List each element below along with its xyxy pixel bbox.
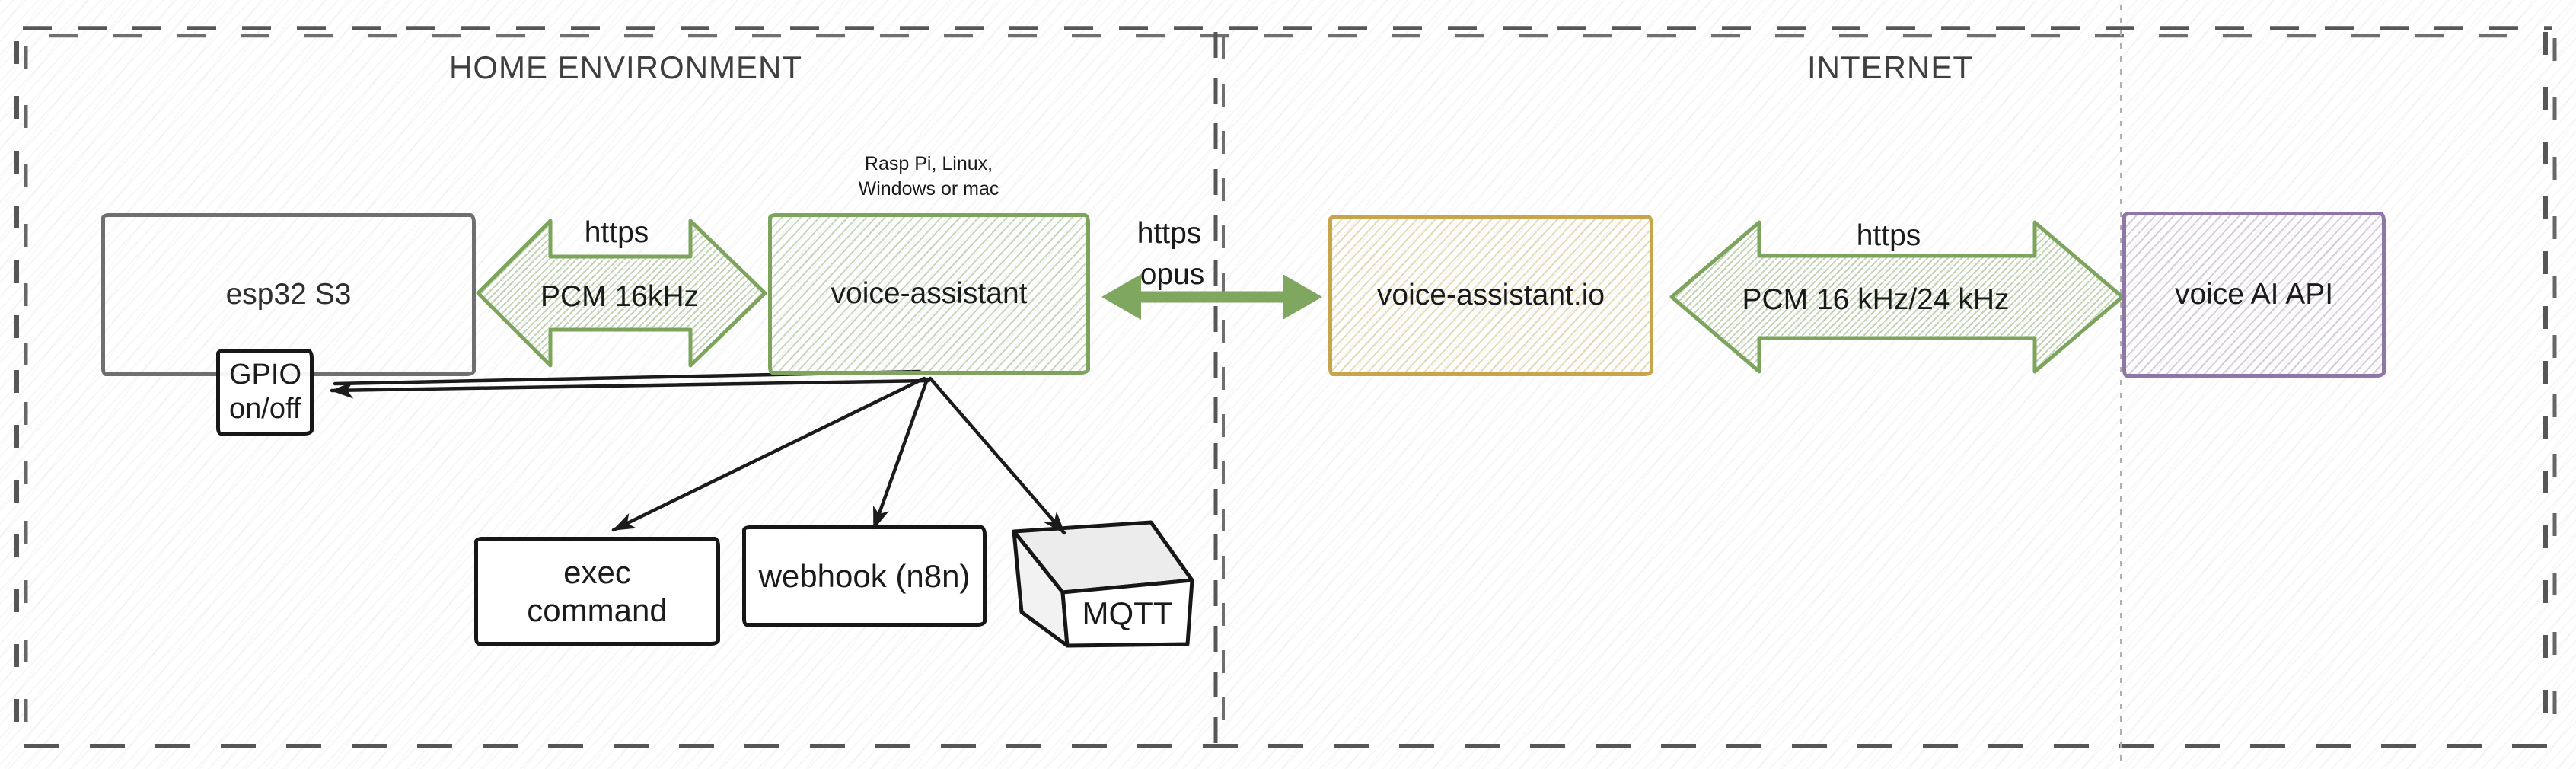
voice-assistant-label: voice-assistant <box>831 277 1028 310</box>
outer-dashed-frame <box>14 26 2557 748</box>
platform-note-line2: Windows or mac <box>858 178 999 199</box>
mqtt-cube <box>1012 520 1194 648</box>
mqtt-cube-front-face <box>1060 578 1194 648</box>
esp32-link-payload-label: PCM 16kHz <box>540 280 700 313</box>
arrow-to-exec-command <box>611 376 926 532</box>
exec-command-label-line2: command <box>527 592 668 628</box>
exec-command-label-line1: exec <box>563 554 631 590</box>
gpio-node: GPIO on/off <box>216 349 314 436</box>
webhook-label: webhook (n8n) <box>758 557 971 594</box>
internet-title: INTERNET <box>1807 49 1973 85</box>
arrow-to-webhook <box>872 377 929 531</box>
cloud-link-protocol-label: https <box>1137 217 1202 250</box>
voice-assistant-io-label: voice-assistant.io <box>1376 279 1605 311</box>
home-internet-divider <box>1213 32 1225 746</box>
mqtt-label: MQTT <box>1082 595 1173 631</box>
voice-ai-link-payload-label: PCM 16 kHz/24 kHz <box>1742 283 2010 316</box>
voice-assistant-io-node: voice-assistant.io <box>1328 215 1653 376</box>
webhook-node: webhook (n8n) <box>742 525 987 627</box>
fan-arrows <box>330 369 1066 535</box>
voice-ai-api-label: voice AI API <box>2174 278 2334 311</box>
arrow-to-gpio <box>330 378 931 399</box>
voice-assistant-platform-note: Rasp Pi, Linux, Windows or mac <box>859 152 999 202</box>
voice-assistant-node: voice-assistant <box>768 213 1090 375</box>
arrow-esp32-voice-assistant <box>476 219 767 368</box>
voice-ai-api-node: voice AI API <box>2122 212 2386 378</box>
arrow-to-mqtt <box>928 376 1066 535</box>
voice-ai-link-protocol-label: https <box>1856 219 1921 252</box>
platform-note-line1: Rasp Pi, Linux, <box>864 153 993 174</box>
exec-command-node: exec command <box>474 537 720 646</box>
esp32-link-protocol-label: https <box>584 216 649 249</box>
arrow-voice-assistant-cloud <box>1101 274 1322 320</box>
home-environment-title: HOME ENVIRONMENT <box>448 49 803 85</box>
esp32-label: esp32 S3 <box>225 278 352 311</box>
gpio-label-line1: GPIO <box>229 359 302 391</box>
cloud-link-payload-label: opus <box>1140 258 1205 291</box>
gpio-label-line2: on/off <box>229 393 301 425</box>
